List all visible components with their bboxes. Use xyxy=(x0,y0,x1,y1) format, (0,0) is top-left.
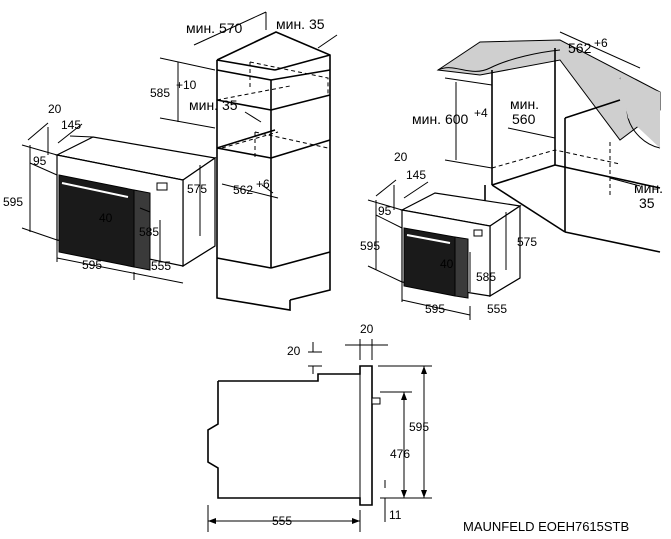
oven-right-handle-gap: 40 xyxy=(440,257,454,271)
oven-right-inner-height: 575 xyxy=(517,235,537,249)
side-view-total-height: 595 xyxy=(409,420,429,434)
cabinet-tall-side-gap-min: мин. 35 xyxy=(276,16,325,32)
cabinet-tall-width-min: мин. 570 xyxy=(186,20,243,36)
oven-left: 20 145 95 595 40 575 585 595 555 xyxy=(3,102,217,284)
oven-right-total-height: 595 xyxy=(360,239,380,253)
side-view-bottom-offset: 11 xyxy=(389,508,402,522)
cabinet-tall-niche-height-tol: +10 xyxy=(176,78,197,92)
oven-right-display xyxy=(454,236,469,299)
oven-left-handle-gap: 40 xyxy=(99,211,113,225)
side-view-body xyxy=(207,365,373,506)
oven-left-inner-height: 575 xyxy=(187,182,207,196)
cabinet-tall-niche-depth: 562 xyxy=(233,183,253,197)
oven-right: 20 145 95 595 40 575 585 595 555 xyxy=(360,150,537,320)
side-view-top-offset: 20 xyxy=(287,344,301,358)
oven-left-total-height: 595 xyxy=(3,195,23,209)
oven-left-cavity-height: 585 xyxy=(139,225,159,239)
cabinet-under-width-min-value: 560 xyxy=(512,111,536,127)
oven-right-depth: 555 xyxy=(487,302,507,316)
oven-right-panel-height: 95 xyxy=(378,204,392,218)
oven-right-top-gap: 20 xyxy=(394,150,408,164)
side-view: 20 20 595 476 11 555 xyxy=(207,322,432,532)
oven-left-panel-height: 95 xyxy=(33,154,47,168)
cabinet-under: 562 +6 мин. 600 +4 мин. 560 мин. 35 xyxy=(412,31,663,253)
oven-left-knob xyxy=(156,182,168,191)
cabinet-under-rear-gap-value: 35 xyxy=(639,195,655,211)
cabinet-under-niche-depth: 562 xyxy=(568,40,592,56)
oven-right-width: 595 xyxy=(425,302,445,316)
cabinet-under-rear-gap-label: мин. xyxy=(634,180,663,196)
side-view-front-thickness: 20 xyxy=(360,322,374,336)
oven-left-handle xyxy=(61,182,129,198)
oven-right-cavity-height: 585 xyxy=(476,270,496,284)
cabinet-tall-rear-gap-min: мин. 35 xyxy=(189,97,238,113)
oven-left-top-depth: 145 xyxy=(61,118,81,132)
oven-left-width: 595 xyxy=(82,258,102,272)
side-view-knob xyxy=(371,397,381,405)
oven-left-door xyxy=(58,174,135,268)
oven-left-depth: 555 xyxy=(151,259,171,273)
oven-left-top-gap: 20 xyxy=(48,102,62,116)
oven-right-top-depth: 145 xyxy=(406,168,426,182)
side-view-depth: 555 xyxy=(272,514,292,528)
side-view-inner-height: 476 xyxy=(390,447,410,461)
model-title: MAUNFELD EOEH7615STB xyxy=(463,519,629,534)
oven-right-handle xyxy=(406,234,451,244)
cabinet-tall-niche-depth-tol: +6 xyxy=(256,177,270,191)
cabinet-tall-niche-height: 585 xyxy=(150,86,170,100)
cabinet-under-niche-depth-tol: +6 xyxy=(594,36,608,50)
cabinet-under-width-min: мин. xyxy=(510,96,539,112)
cabinet-tall: мин. 570 мин. 35 585 +10 мин. 35 562 +6 xyxy=(150,11,338,311)
oven-right-knob xyxy=(473,229,483,237)
cabinet-under-niche-height-tol: +4 xyxy=(474,106,488,120)
cabinet-under-niche-height-min: мин. 600 xyxy=(412,111,469,127)
